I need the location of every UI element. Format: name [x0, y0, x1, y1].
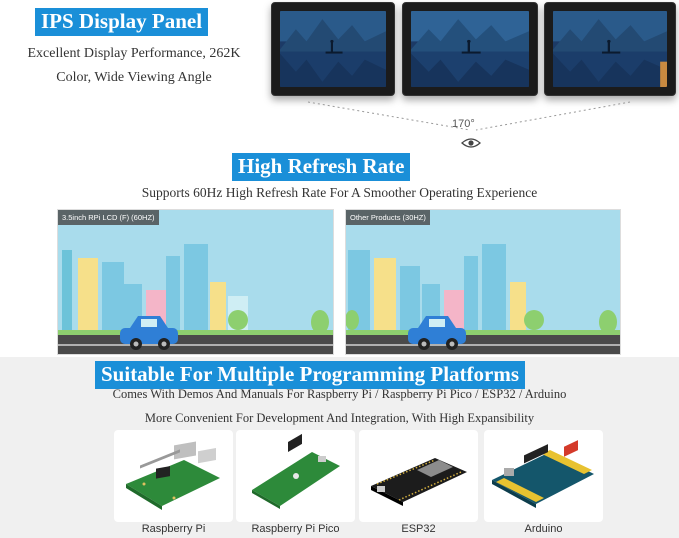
refresh-tag-30hz: Other Products (30HZ)	[346, 210, 430, 225]
car-icon	[408, 316, 466, 350]
arduino-card	[484, 430, 603, 522]
raspberry-pi-pico-label: Raspberry Pi Pico	[251, 523, 340, 535]
arduino-board-image	[492, 440, 594, 508]
raspberry-pi-label: Raspberry Pi	[141, 523, 206, 535]
display-panel-left-view	[271, 2, 395, 96]
refresh-demo-30hz: Other Products (30HZ)	[345, 209, 621, 355]
landscape-image	[280, 11, 386, 87]
raspberry-pi-card	[114, 430, 233, 522]
city-scene-image	[58, 210, 333, 354]
esp32-label: ESP32	[401, 523, 436, 535]
display-screen	[411, 11, 529, 87]
display-screen	[280, 11, 386, 87]
display-panel-right-view	[544, 2, 676, 96]
raspberry-pi-pico-board-image	[252, 433, 340, 509]
landscape-image	[553, 11, 667, 87]
viewing-angle-lines	[307, 101, 631, 131]
display-screen	[553, 11, 667, 87]
eye-icon	[461, 138, 481, 148]
city-scene-image	[346, 210, 620, 354]
esp32-card	[359, 430, 478, 522]
platforms-description-1: Comes With Demos And Manuals For Raspber…	[112, 387, 567, 401]
refresh-tag-60hz: 3.5inch RPi LCD (F) (60HZ)	[58, 210, 159, 225]
refresh-rate-description: Supports 60Hz High Refresh Rate For A Sm…	[141, 185, 538, 200]
display-panel-front-view	[402, 2, 538, 96]
landscape-image	[411, 11, 529, 87]
esp32-board-image	[371, 458, 467, 506]
platforms-description-2: More Convenient For Development And Inte…	[144, 411, 535, 425]
refresh-demo-60hz: 3.5inch RPi LCD (F) (60HZ)	[57, 209, 334, 355]
ips-display-title: IPS Display Panel	[35, 8, 209, 36]
ips-display-description: Excellent Display Performance, 262K Colo…	[27, 46, 241, 85]
car-icon	[120, 316, 178, 350]
platforms-title: Suitable For Multiple Programming Platfo…	[95, 361, 526, 389]
raspberry-pi-pico-card	[236, 430, 355, 522]
viewing-angle-label: 170°	[452, 118, 475, 130]
raspberry-pi-board-image	[126, 441, 220, 510]
arduino-label: Arduino	[524, 523, 563, 535]
refresh-rate-title: High Refresh Rate	[232, 153, 411, 181]
